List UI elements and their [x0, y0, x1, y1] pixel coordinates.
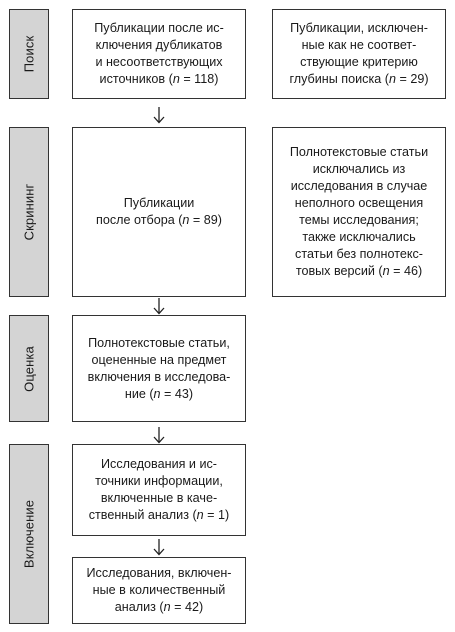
box-line: ные как не соответ-: [301, 38, 417, 52]
box-quantitative-analysis: Исследования, включен- ные в количествен…: [72, 557, 246, 624]
stage-screening-label: Скрининг: [21, 183, 37, 241]
arrow-down-icon: [152, 297, 166, 315]
box-line: Публикации, исключен-: [290, 21, 428, 35]
box-line: точники информации,: [95, 474, 223, 488]
box-line: глубины поиска (n = 29): [289, 72, 429, 86]
box-line: также исключались: [302, 230, 416, 244]
box-line: анализ (n = 42): [114, 600, 204, 614]
stage-inclusion: Включение: [9, 444, 49, 624]
box-line: исключались из: [312, 162, 406, 176]
box-after-selection: Публикации после отбора (n = 89): [72, 127, 246, 297]
box-line: Исследования и ис-: [100, 457, 217, 471]
stage-assessment-label: Оценка: [21, 345, 37, 392]
arrow-down-icon: [152, 106, 166, 124]
box-line: ные в количественный: [92, 583, 226, 597]
box-line: Публикации после ис-: [94, 21, 224, 35]
box-line: источников (n = 118): [99, 72, 219, 86]
box-line: включенные в каче-: [100, 491, 218, 505]
box-qualitative-analysis: Исследования и ис- точники информации, в…: [72, 444, 246, 536]
box-fulltext-excluded: Полнотекстовые статьи исключались из исс…: [272, 127, 446, 297]
box-line: ствующие критерию: [300, 55, 418, 69]
box-line: Полнотекстовые статьи,: [88, 335, 230, 350]
box-line: ние (n = 43): [124, 386, 194, 401]
stage-screening: Скрининг: [9, 127, 49, 297]
box-line: оцененные на предмет: [91, 352, 227, 367]
box-line: неполного освещения: [294, 196, 424, 210]
box-line: товых версий (n = 46): [295, 264, 423, 278]
box-line: исследования в случае: [290, 179, 428, 193]
stage-inclusion-label: Включение: [21, 499, 37, 569]
box-line: ственный анализ (n = 1): [88, 508, 230, 522]
stage-search-label: Поиск: [21, 35, 37, 73]
box-line: Исследования, включен-: [86, 566, 232, 580]
box-excluded-search-depth: Публикации, исключен- ные как не соответ…: [272, 9, 446, 99]
stage-search: Поиск: [9, 9, 49, 99]
box-assessed-for-inclusion: Полнотекстовые статьи, оцененные на пред…: [72, 315, 246, 422]
box-line: включения в исследова-: [87, 369, 231, 384]
box-publications-after-dedup: Публикации после ис- ключения дубликатов…: [72, 9, 246, 99]
box-line: после отбора (n = 89): [96, 213, 222, 227]
box-line: темы исследования;: [299, 213, 419, 227]
box-line: ключения дубликатов: [95, 38, 223, 52]
box-line: Полнотекстовые статьи: [289, 145, 429, 159]
box-line: и несоответствующих: [95, 55, 223, 69]
box-line: статьи без полнотекс-: [295, 247, 423, 261]
box-line: Публикации: [123, 196, 195, 210]
arrow-down-icon: [152, 538, 166, 556]
arrow-down-icon: [152, 426, 166, 444]
stage-assessment: Оценка: [9, 315, 49, 422]
